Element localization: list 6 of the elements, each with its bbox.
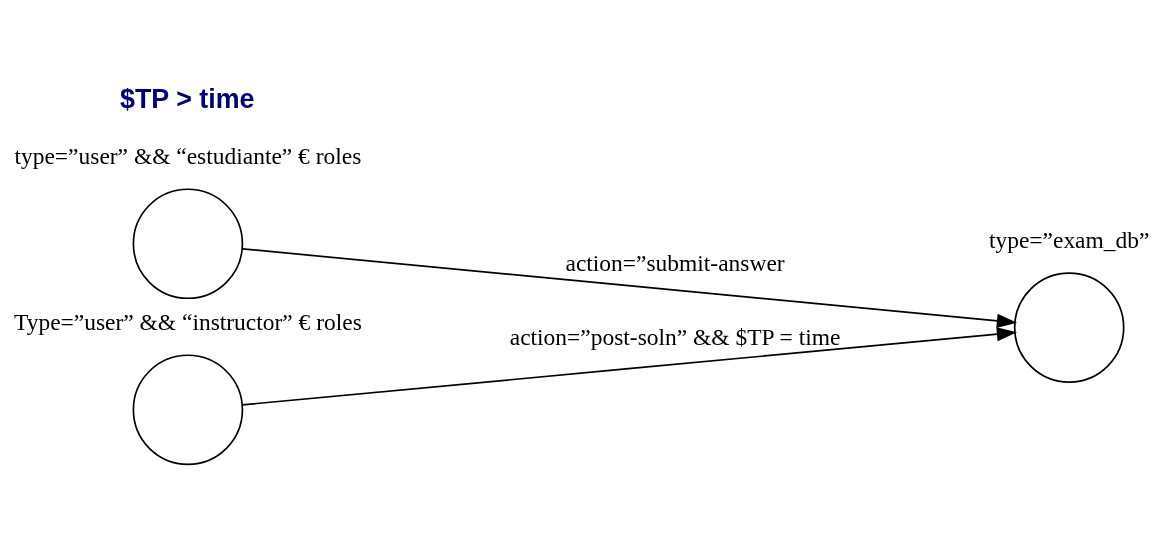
edge-label: action=”post-soln” && $TP = time	[509, 323, 841, 350]
label: $TP > time	[119, 83, 255, 114]
node-label: type=”user” && “estudiante” € roles	[14, 143, 362, 170]
node-label: type=”exam_db”	[988, 227, 1150, 254]
edge-label: action=”submit-answer	[565, 249, 785, 276]
node-label: Type=”user” && “instructor” € roles	[13, 309, 362, 336]
